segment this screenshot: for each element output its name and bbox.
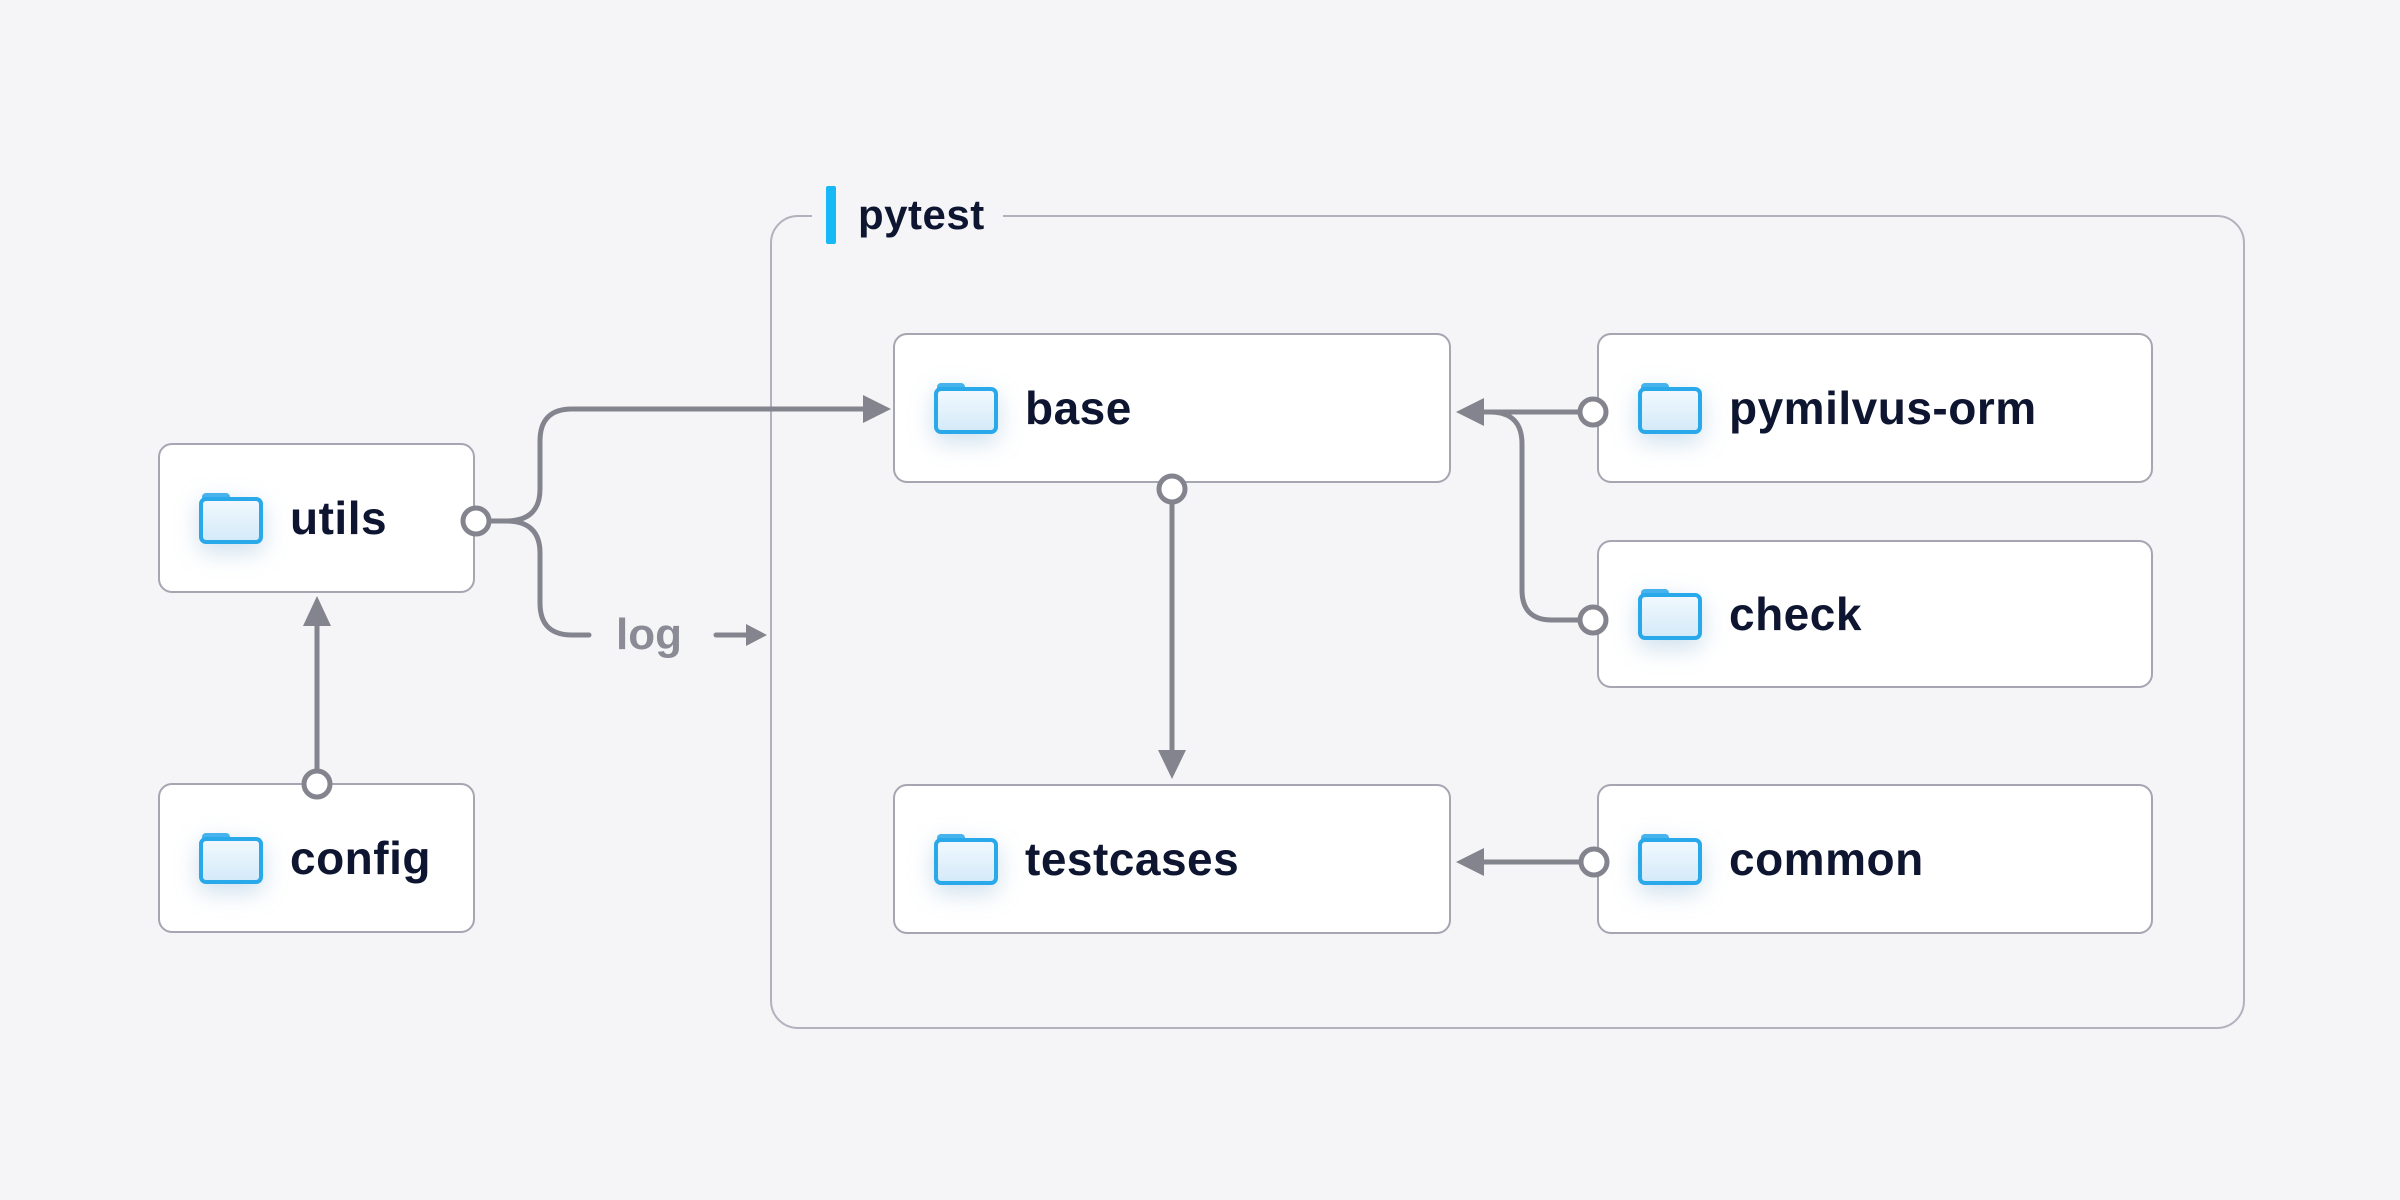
folder-icon [199, 833, 263, 884]
node-label: pymilvus-orm [1729, 382, 2037, 434]
folder-icon [934, 383, 998, 434]
folder-icon [199, 493, 263, 544]
node-testcases: testcases [893, 784, 1451, 934]
node-base: base [893, 333, 1451, 483]
folder-icon [1638, 383, 1702, 434]
node-common: common [1597, 784, 2153, 934]
folder-icon [934, 834, 998, 885]
node-check: check [1597, 540, 2153, 688]
pytest-container [770, 215, 2245, 1029]
accent-bar-icon [826, 186, 836, 244]
node-label: config [290, 832, 431, 884]
node-label: testcases [1025, 833, 1240, 885]
pytest-title: pytest [858, 191, 985, 238]
node-config: config [158, 783, 475, 933]
node-label: check [1729, 588, 1862, 640]
node-label: common [1729, 833, 1924, 885]
node-label: utils [290, 492, 388, 544]
folder-icon [1638, 589, 1702, 640]
node-pymilvus-orm: pymilvus-orm [1597, 333, 2153, 483]
log-edge-label: log [616, 610, 682, 659]
folder-icon [1638, 834, 1702, 885]
node-label: base [1025, 382, 1132, 434]
node-utils: utils [158, 443, 475, 593]
pytest-container-label: pytest [812, 184, 1003, 246]
